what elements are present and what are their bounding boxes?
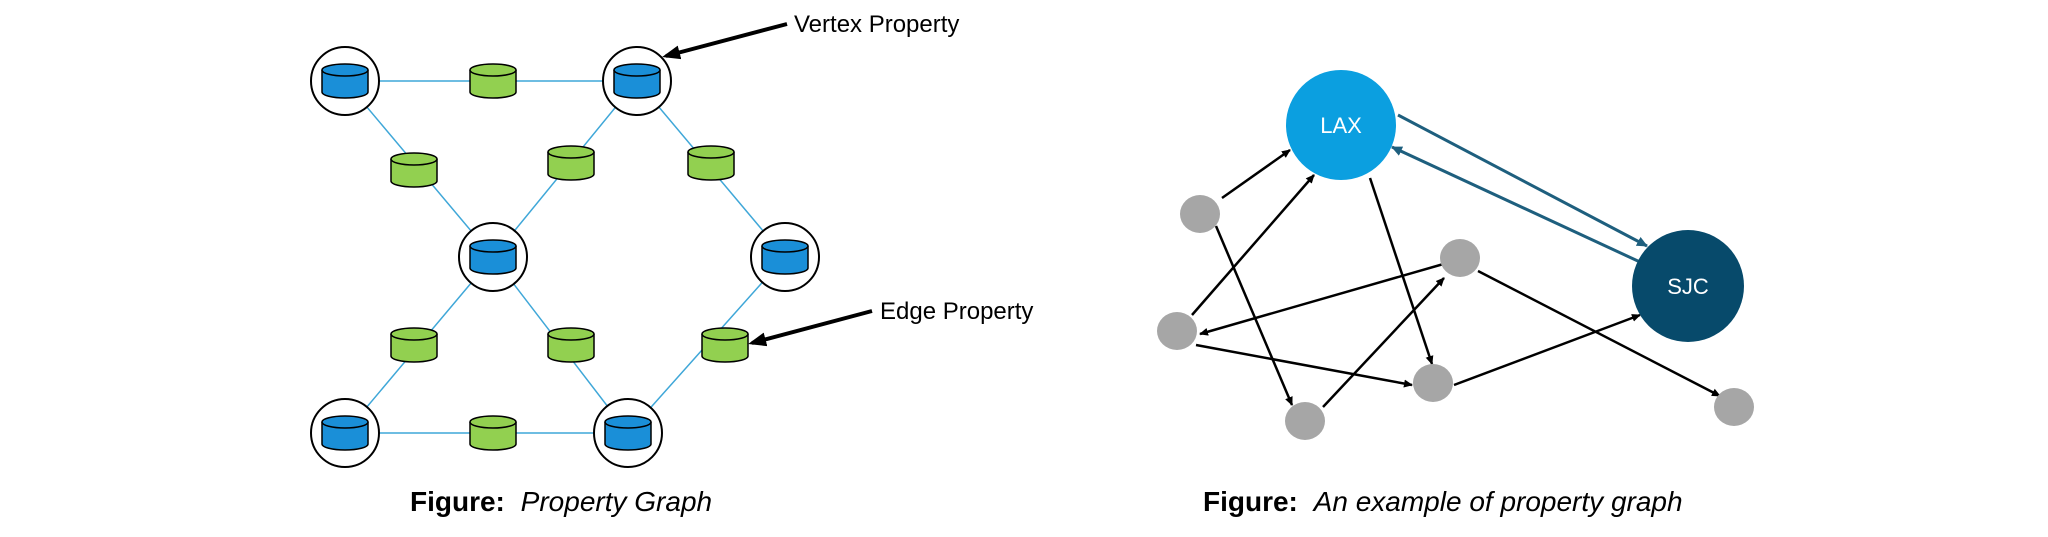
right-caption-title: An example of property graph xyxy=(1312,486,1683,517)
graph-edges xyxy=(344,80,786,434)
vertex-property-cylinder xyxy=(761,239,809,275)
edge-callout-arrow xyxy=(748,309,873,347)
lax-to-sjc-link xyxy=(1397,113,1648,248)
left-figure-caption: Figure: Property Graph xyxy=(410,486,712,517)
property-graph-figure: Vertex Property Edge Property Figure: Pr… xyxy=(310,11,1033,517)
directed-edge xyxy=(1214,225,1294,406)
edge-property-cylinder xyxy=(469,63,517,99)
vertex-node xyxy=(750,222,820,292)
vertices xyxy=(310,46,820,468)
lax-node xyxy=(1286,70,1396,180)
left-caption-title: Property Graph xyxy=(521,486,712,517)
edge-property-cylinder xyxy=(701,327,749,363)
black-edges xyxy=(1191,148,1721,408)
edge-property-cylinder xyxy=(687,145,735,181)
sjc-to-lax-link xyxy=(1391,145,1641,264)
directed-edge xyxy=(1195,343,1413,388)
directed-edge xyxy=(1477,269,1721,398)
sjc-node-label: SJC xyxy=(1667,274,1709,299)
edge-property-cylinder xyxy=(469,415,517,451)
vertex-node xyxy=(310,398,380,468)
vertex-property-cylinder xyxy=(604,415,652,451)
small-graph-node xyxy=(1180,195,1220,233)
directed-edge xyxy=(1368,177,1434,365)
vertex-node xyxy=(458,222,528,292)
small-graph-node xyxy=(1157,312,1197,350)
small-graph-node xyxy=(1714,388,1754,426)
left-caption-prefix: Figure: xyxy=(410,486,505,517)
small-graph-node xyxy=(1413,364,1453,402)
vertex-property-label: Vertex Property xyxy=(794,11,959,38)
small-graph-node xyxy=(1440,239,1480,277)
edge-property-cylinder xyxy=(547,327,595,363)
sjc-node xyxy=(1632,230,1744,342)
directed-edge xyxy=(1199,261,1448,336)
vertex-callout-arrow xyxy=(662,22,788,60)
right-figure-caption: Figure: An example of property graph xyxy=(1203,486,1683,517)
directed-edge xyxy=(1322,277,1445,408)
example-property-graph-figure: LAX SJC Figure: An example of property g… xyxy=(1157,70,1754,517)
small-graph-node xyxy=(1285,402,1325,440)
edge-property-cylinder xyxy=(390,152,438,188)
edge-property-cylinder xyxy=(547,145,595,181)
vertex-property-cylinder xyxy=(469,239,517,275)
edge-property-label: Edge Property xyxy=(880,298,1033,325)
small-nodes xyxy=(1157,195,1754,440)
right-caption-prefix: Figure: xyxy=(1203,486,1298,517)
vertex-property-cylinder xyxy=(321,415,369,451)
vertex-node xyxy=(602,46,672,116)
vertex-property-cylinder xyxy=(321,63,369,99)
vertex-node xyxy=(310,46,380,116)
edge-properties xyxy=(390,63,749,451)
directed-edge xyxy=(1191,174,1315,316)
vertex-property-cylinder xyxy=(613,63,661,99)
edge-property-cylinder xyxy=(390,327,438,363)
directed-edge xyxy=(1221,148,1291,200)
lax-node-label: LAX xyxy=(1320,113,1362,138)
directed-edge xyxy=(1453,313,1641,387)
vertex-node xyxy=(593,398,663,468)
